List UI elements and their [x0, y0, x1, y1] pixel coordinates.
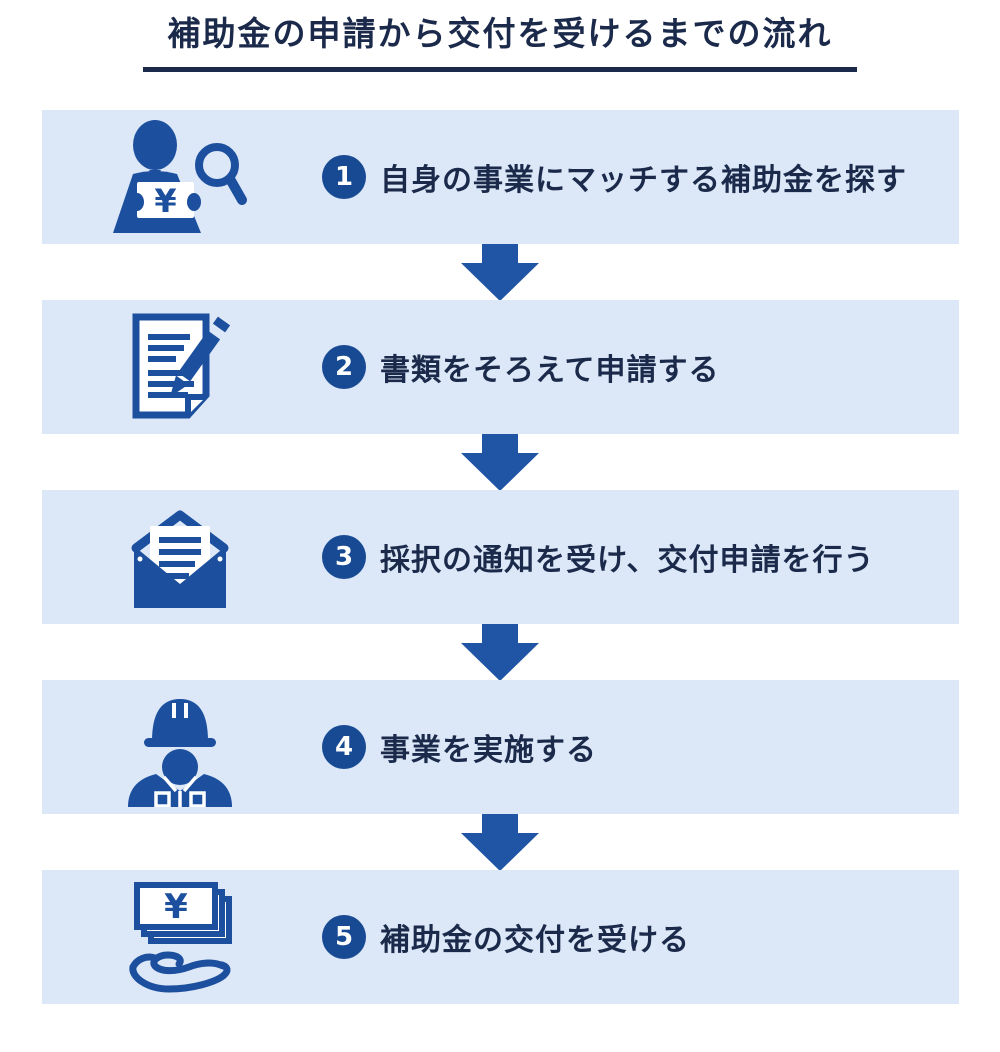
page-title: 補助金の申請から交付を受けるまでの流れ — [167, 15, 833, 52]
person-collar — [149, 170, 161, 180]
down-arrow-shape — [461, 624, 539, 681]
hand-thumb — [149, 951, 226, 975]
step-4-row: 4 事業を実施する — [42, 680, 959, 814]
step-number: 4 — [334, 732, 354, 762]
document-pencil-icon-svg — [132, 313, 230, 419]
step-number: 1 — [334, 162, 354, 192]
person-money-search-icon-svg: ¥ — [113, 120, 247, 233]
money-hand-icon-svg: ¥ — [128, 882, 232, 993]
shirt-pocket — [189, 791, 206, 807]
hand-wrist — [129, 953, 158, 971]
banknote — [137, 182, 194, 218]
yen-symbol: ¥ — [164, 887, 188, 927]
down-arrow-icon — [460, 814, 540, 871]
envelope-notice-icon — [100, 499, 260, 615]
document-pencil-icon — [100, 309, 260, 425]
left-hand — [130, 193, 144, 211]
step-label: 事業を実施する — [380, 734, 597, 767]
step-number-badge: 5 — [322, 915, 366, 959]
helmet-brim — [144, 738, 216, 747]
step-label: 自身の事業にマッチする補助金を探す — [380, 164, 907, 197]
construction-worker-icon — [100, 689, 260, 807]
step-number-badge: 4 — [322, 725, 366, 769]
construction-worker-icon-svg — [128, 699, 232, 807]
hand-palm — [128, 961, 230, 993]
step-label: 補助金の交付を受ける — [380, 924, 690, 957]
folded-corner — [184, 394, 206, 415]
down-arrow-shape — [461, 814, 539, 871]
pencil-body — [177, 330, 220, 382]
person-money-search-icon: ¥ — [100, 119, 260, 235]
yen-symbol: ¥ — [154, 182, 176, 220]
pencil-eraser — [212, 316, 230, 333]
money-hand-icon: ¥ — [100, 879, 260, 995]
step-1-row: ¥ 1 自身の事業にマッチする補助金を探す — [42, 110, 959, 244]
helmet-ridge — [172, 703, 176, 718]
down-arrow-icon — [460, 434, 540, 491]
down-arrow-icon — [460, 624, 540, 681]
step-3-row: 3 採択の通知を受け、交付申請を行う — [42, 490, 959, 624]
step-number: 2 — [334, 352, 354, 382]
right-hand — [187, 193, 201, 211]
envelope-notch — [217, 556, 222, 562]
magnifier-handle — [225, 174, 247, 205]
helmet-ridge — [184, 703, 188, 718]
magnifier-lens — [195, 143, 239, 187]
envelope-notch — [137, 556, 142, 562]
collar-lapel — [182, 775, 198, 793]
envelope-body — [133, 546, 226, 608]
worker-body — [128, 774, 232, 807]
shirt-pocket — [154, 791, 171, 807]
title-underline — [143, 67, 857, 72]
down-arrow-icon — [460, 244, 540, 301]
envelope-notice-icon-svg — [131, 510, 228, 608]
down-arrow-shape — [461, 244, 539, 301]
step-2-row: 2 書類をそろえて申請する — [42, 300, 959, 434]
step-number-badge: 2 — [322, 345, 366, 389]
worker-face — [162, 749, 198, 785]
down-arrow-shape — [461, 434, 539, 491]
step-label: 採択の通知を受け、交付申請を行う — [380, 544, 875, 577]
step-number-badge: 1 — [322, 155, 366, 199]
step-5-row: ¥ 5 補助金の交付を受ける — [42, 870, 959, 1004]
person-head — [133, 120, 177, 170]
helmet-dome — [152, 699, 208, 741]
collar-lapel — [162, 775, 178, 793]
step-number-badge: 3 — [322, 535, 366, 579]
step-number: 3 — [334, 542, 354, 572]
step-label: 書類をそろえて申請する — [380, 354, 720, 387]
pencil-tip — [169, 375, 188, 397]
banknote-front — [133, 882, 218, 930]
step-number: 5 — [334, 922, 354, 952]
